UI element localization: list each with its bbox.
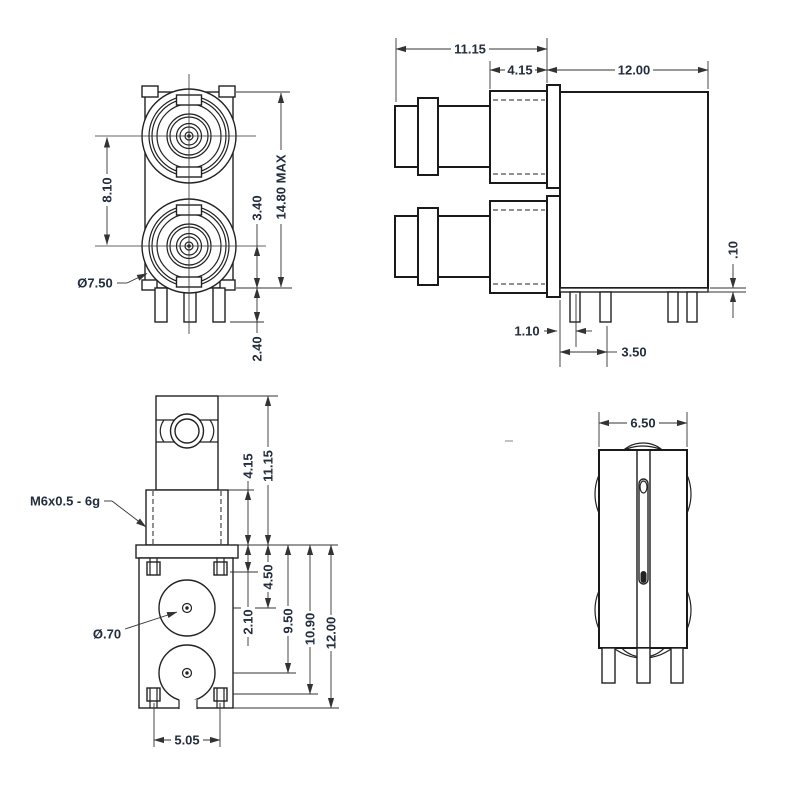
svg-text:11.15: 11.15 (261, 450, 276, 482)
rear-view: 6.50 (505, 412, 692, 684)
svg-text:4.15: 4.15 (241, 453, 256, 478)
dim-plan-leg-pitch: 5.05 (171, 733, 203, 748)
svg-text:Ø.70: Ø.70 (93, 627, 121, 642)
collar-ring (417, 97, 439, 176)
plan-dimensions: 4.15 11.15 4.50 2.10 (153, 395, 339, 748)
dim-rear-width: 6.50 (627, 416, 659, 431)
dim-side-body-depth: 12.00 (615, 63, 653, 78)
svg-text:4.15: 4.15 (507, 63, 532, 78)
svg-text:1.10: 1.10 (514, 324, 539, 339)
svg-text:8.10: 8.10 (100, 177, 115, 202)
rear-dimensions: 6.50 (598, 412, 688, 447)
svg-text:M6x0.5 - 6g: M6x0.5 - 6g (30, 494, 100, 509)
pcb-leg (154, 287, 168, 323)
dim-plan-leg-row-2: 10.90 (303, 611, 318, 647)
corner-posts (146, 558, 228, 708)
side-dimensions: 11.15 4.15 12.00 .10 (395, 38, 746, 367)
dim-side-leg-off-2: 3.50 (621, 345, 646, 360)
svg-text:9.50: 9.50 (281, 608, 296, 633)
pcb-leg (636, 647, 651, 684)
side-geometry (394, 84, 709, 323)
dim-side-standoff: .10 (726, 237, 741, 263)
front-geometry (95, 74, 266, 334)
dim-side-thread-len: 4.15 (505, 63, 535, 78)
corner-post (219, 279, 236, 291)
dim-plan-hole-1: 4.50 (261, 562, 276, 592)
corner-post (141, 85, 159, 98)
dim-side-total-depth: 11.15 (451, 42, 489, 57)
pcb-leg (686, 291, 698, 323)
label-thread-spec: M6x0.5 - 6g (30, 494, 100, 509)
pcb-leg (212, 287, 226, 323)
dim-front-leg-len: 2.40 (250, 333, 265, 365)
pin-hole (181, 667, 193, 679)
flange-plate (546, 195, 561, 298)
dim-plan-leg-row-1: 2.10 (241, 607, 256, 637)
flange-plate (546, 84, 561, 189)
svg-text:4.50: 4.50 (261, 564, 276, 589)
side-view: 11.15 4.15 12.00 .10 (394, 38, 746, 367)
label-pin-dia: Ø.70 (93, 627, 121, 642)
center-slot (638, 478, 649, 585)
dim-front-center-to-base: 3.40 (250, 192, 265, 224)
svg-text:Ø7.50: Ø7.50 (77, 276, 112, 291)
thread-section (489, 90, 548, 184)
corner-post (141, 279, 158, 291)
collar-ring (417, 207, 439, 286)
pin-hole (181, 602, 193, 614)
svg-text:12.00: 12.00 (618, 63, 651, 78)
svg-text:6.50: 6.50 (630, 416, 655, 431)
rear-geometry (594, 442, 692, 684)
plan-view: M6x0.5 - 6g Ø.70 4.15 (30, 395, 339, 748)
svg-text:10.90: 10.90 (303, 613, 318, 646)
pcb-leg (569, 291, 581, 323)
dim-plan-hole-2: 9.50 (281, 606, 296, 636)
dim-plan-body-len: 12.00 (324, 615, 339, 651)
flange (135, 544, 239, 559)
pcb-leg (601, 647, 616, 684)
bayonet-pin (174, 418, 200, 444)
thread-section (489, 200, 548, 294)
plan-labels: M6x0.5 - 6g Ø.70 (30, 494, 178, 642)
svg-text:2.10: 2.10 (241, 609, 256, 634)
pcb-leg (670, 647, 684, 684)
front-dimensions: 8.10 Ø7.50 3.40 14.80 MAX (77, 91, 292, 365)
thread-block (145, 489, 229, 546)
side-body-outline (559, 91, 709, 289)
pcb-leg (599, 291, 612, 323)
dim-front-bezel-dia: Ø7.50 (77, 276, 112, 291)
corner-post (218, 85, 236, 98)
svg-text:2.40: 2.40 (250, 336, 265, 361)
dim-side-leg-off-1: 1.10 (514, 324, 539, 339)
svg-text:.10: .10 (726, 241, 741, 259)
svg-text:3.50: 3.50 (621, 345, 646, 360)
svg-text:5.05: 5.05 (174, 733, 199, 748)
svg-text:11.15: 11.15 (454, 42, 486, 57)
dim-front-pitch: 8.10 (100, 174, 115, 206)
dim-plan-coupling-len: 4.15 (241, 451, 256, 481)
barrel (394, 215, 491, 278)
svg-text:12.00: 12.00 (324, 617, 339, 650)
base-strip (559, 287, 709, 293)
plan-geometry (135, 395, 239, 710)
dim-plan-total-height: 11.15 (261, 447, 276, 485)
barrel (394, 105, 491, 168)
front-view: 8.10 Ø7.50 3.40 14.80 MAX (77, 74, 292, 365)
pcb-leg (667, 291, 679, 323)
svg-text:3.40: 3.40 (250, 195, 265, 220)
svg-text:14.80 MAX: 14.80 MAX (274, 154, 289, 219)
dim-front-max-height: 14.80 MAX (274, 150, 289, 224)
